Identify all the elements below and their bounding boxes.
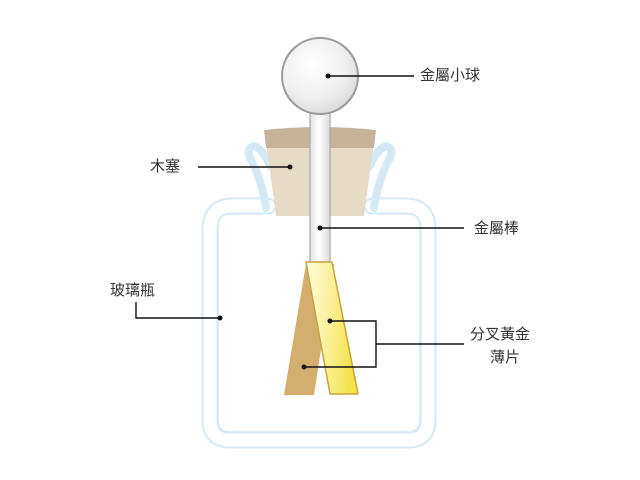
gold-leaves [284,261,359,395]
bottle-lip-right [366,142,396,212]
gold-leaf-right [305,261,359,395]
leader-dots [217,73,333,370]
dot-bottle [217,315,223,321]
dot-leaf-right [327,318,333,324]
bottle-lip-left [244,142,274,212]
label-metal-rod: 金屬棒 [474,219,520,237]
label-glass-bottle: 玻璃瓶 [110,281,156,299]
dot-cork [287,164,293,170]
label-cork: 木塞 [150,157,181,175]
leader-lines [135,75,464,368]
dot-rod [317,225,323,231]
metal-rod [309,99,331,267]
dot-leaf-left [301,364,307,370]
label-metal-ball: 金屬小球 [420,66,481,84]
label-gold-leaves-line1: 分叉黃金 [470,325,531,343]
label-gold-leaves-line2: 薄片 [490,348,521,366]
bottle-wall-inner [203,199,435,447]
leader-line-bottle [135,302,220,319]
glass-bottle [201,142,437,449]
bottle-wall-shine [217,230,421,433]
dot-ball [325,73,331,79]
